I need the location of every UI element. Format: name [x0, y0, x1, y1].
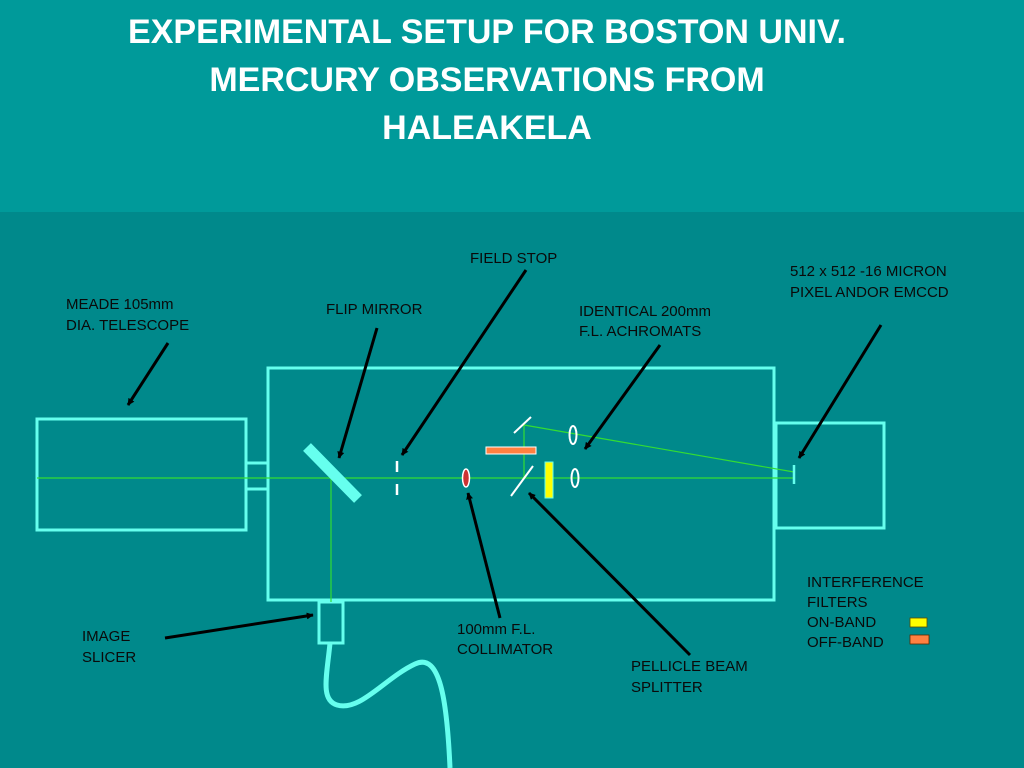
- fiber-cable: [323, 642, 453, 768]
- label-telescope: MEADE 105mm DIA. TELESCOPE: [66, 296, 189, 334]
- reflected-beam-diagonal: [523, 424, 795, 473]
- label-filters-line-2: FILTERS: [807, 594, 868, 611]
- arrow-flip-mirror: [337, 327, 379, 459]
- label-beam-splitter-line-2: SPLITTER: [631, 679, 703, 696]
- upper-fold-mirror: [513, 416, 532, 434]
- label-flip-mirror-line-1: FLIP MIRROR: [326, 301, 423, 318]
- achromat-lens-lower: [570, 468, 580, 488]
- on-band-swatch: [909, 617, 928, 628]
- label-collimator: 100mm F.L. COLLIMATOR: [457, 621, 553, 658]
- label-emccd-line-1: 512 x 512 -16 MICRON: [790, 263, 947, 280]
- label-image-slicer: IMAGE SLICER: [82, 628, 136, 666]
- arrow-emccd: [797, 324, 883, 459]
- arrow-achromats: [583, 344, 662, 450]
- label-beam-splitter: PELLICLE BEAM SPLITTER: [631, 658, 752, 696]
- label-filters-on-band: ON-BAND: [807, 614, 876, 631]
- image-slicer-box: [317, 600, 345, 645]
- arrow-field-stop: [400, 269, 528, 456]
- label-achromats: IDENTICAL 200mm F.L. ACHROMATS: [579, 303, 715, 340]
- label-achromats-line-1: IDENTICAL 200mm: [579, 303, 711, 320]
- arrow-image-slicer: [164, 612, 314, 640]
- arrow-collimator: [466, 492, 502, 619]
- title-line-3: HALEAKELA: [382, 109, 592, 147]
- title-line-2: MERCURY OBSERVATIONS FROM: [209, 61, 765, 99]
- page-title: EXPERIMENTAL SETUP FOR BOSTON UNIV. MERC…: [0, 8, 974, 152]
- title-band: [0, 0, 1024, 212]
- collimator-lens: [461, 468, 471, 488]
- label-emccd: 512 x 512 -16 MICRON PIXEL ANDOR EMCCD: [790, 263, 951, 301]
- arrow-beam-splitter: [527, 491, 692, 657]
- emccd-camera-box: [774, 421, 886, 530]
- off-band-filter: [485, 446, 537, 455]
- pellicle-beam-splitter: [510, 465, 534, 497]
- on-band-filter: [544, 461, 554, 499]
- label-filters-off-band: OFF-BAND: [807, 634, 884, 651]
- label-flip-mirror: FLIP MIRROR: [326, 301, 423, 318]
- flip-mirror: [303, 443, 362, 503]
- telescope-coupler: [244, 461, 270, 491]
- arrow-telescope: [126, 342, 170, 406]
- label-image-slicer-line-2: SLICER: [82, 649, 136, 666]
- label-collimator-line-2: COLLIMATOR: [457, 641, 553, 658]
- label-emccd-line-2: PIXEL ANDOR EMCCD: [790, 284, 949, 301]
- label-telescope-line-2: DIA. TELESCOPE: [66, 317, 189, 334]
- title-line-1: EXPERIMENTAL SETUP FOR BOSTON UNIV.: [128, 13, 846, 51]
- instrument-enclosure: [266, 366, 776, 602]
- label-field-stop: FIELD STOP: [470, 250, 557, 267]
- label-beam-splitter-line-1: PELLICLE BEAM: [631, 658, 748, 675]
- label-field-stop-line-1: FIELD STOP: [470, 250, 557, 267]
- label-achromats-line-2: F.L. ACHROMATS: [579, 323, 701, 340]
- off-band-swatch: [909, 634, 930, 645]
- label-telescope-line-1: MEADE 105mm: [66, 296, 174, 313]
- achromat-lens-upper: [568, 425, 578, 445]
- label-filters-line-1: INTERFERENCE: [807, 574, 924, 591]
- telescope-body: [35, 417, 248, 532]
- label-collimator-line-1: 100mm F.L.: [457, 621, 535, 638]
- label-filters: INTERFERENCE FILTERS ON-BAND OFF-BAND: [807, 574, 928, 651]
- label-image-slicer-line-1: IMAGE: [82, 628, 130, 645]
